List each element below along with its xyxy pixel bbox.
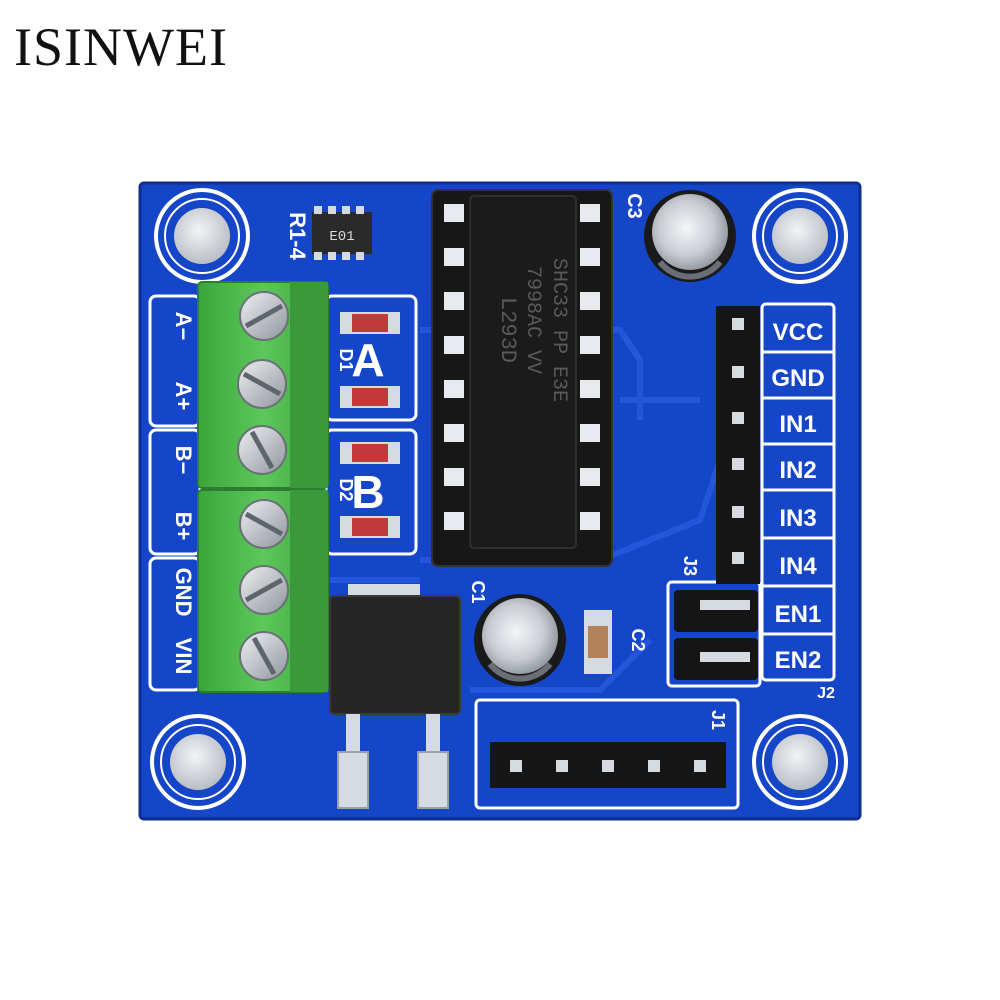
pin-label-in4: IN4 bbox=[779, 553, 817, 580]
chip-marking-line2: 7998AC VV bbox=[521, 266, 544, 374]
chip-marking-line3: SHC33 PP E3E bbox=[547, 258, 570, 402]
pin-header-j2 bbox=[716, 306, 760, 584]
pin-label-a-plus: A+ bbox=[171, 382, 196, 411]
jumper-caps bbox=[674, 590, 758, 680]
pin-label-en1: EN1 bbox=[775, 601, 822, 628]
pin-label-in2: IN2 bbox=[779, 457, 816, 484]
brand-watermark: ISINWEI bbox=[14, 17, 228, 77]
label-motor-b: B bbox=[351, 466, 384, 518]
pin-label-b-plus: B+ bbox=[171, 512, 196, 541]
smd-capacitor-c2 bbox=[584, 610, 612, 674]
resistor-marking: E01 bbox=[329, 229, 354, 245]
mounting-hole-top-left bbox=[154, 188, 250, 284]
label-motor-a: A bbox=[351, 334, 384, 386]
mounting-hole-bottom-right bbox=[752, 714, 848, 810]
pin-label-in3: IN3 bbox=[779, 505, 816, 532]
label-d1: D1 bbox=[336, 348, 356, 371]
terminal-screws bbox=[237, 291, 289, 681]
electrolytic-capacitor-c3 bbox=[644, 190, 736, 282]
pin-label-a-minus: A− bbox=[171, 312, 196, 341]
label-d2: D2 bbox=[336, 478, 356, 501]
pin-label-in1: IN1 bbox=[779, 411, 816, 438]
label-c2: C2 bbox=[628, 628, 648, 651]
label-c1: C1 bbox=[468, 580, 488, 603]
pin-header-j1 bbox=[490, 742, 726, 788]
label-j3: J3 bbox=[680, 556, 700, 576]
l293d-chip: L293D 7998AC VV SHC33 PP E3E bbox=[469, 195, 577, 549]
pin-label-en2: EN2 bbox=[775, 647, 822, 674]
label-c3: C3 bbox=[623, 193, 645, 219]
label-j2: J2 bbox=[817, 685, 835, 702]
mounting-hole-top-right bbox=[752, 188, 848, 284]
voltage-regulator bbox=[329, 584, 461, 809]
resistor-array: E01 bbox=[312, 206, 372, 260]
mounting-hole-bottom-left bbox=[150, 714, 246, 810]
led-smd-group bbox=[340, 312, 400, 538]
pin-label-vin: VIN bbox=[171, 638, 196, 675]
pin-label-gnd-right: GND bbox=[771, 365, 824, 392]
label-j1: J1 bbox=[708, 710, 728, 730]
electrolytic-capacitor-c1 bbox=[474, 594, 566, 686]
pin-label-gnd: GND bbox=[171, 568, 196, 617]
pin-label-b-minus: B− bbox=[171, 446, 196, 475]
pin-label-vcc: VCC bbox=[773, 319, 824, 346]
chip-marking-line1: L293D bbox=[495, 297, 520, 363]
label-r1-4: R1-4 bbox=[285, 212, 310, 260]
